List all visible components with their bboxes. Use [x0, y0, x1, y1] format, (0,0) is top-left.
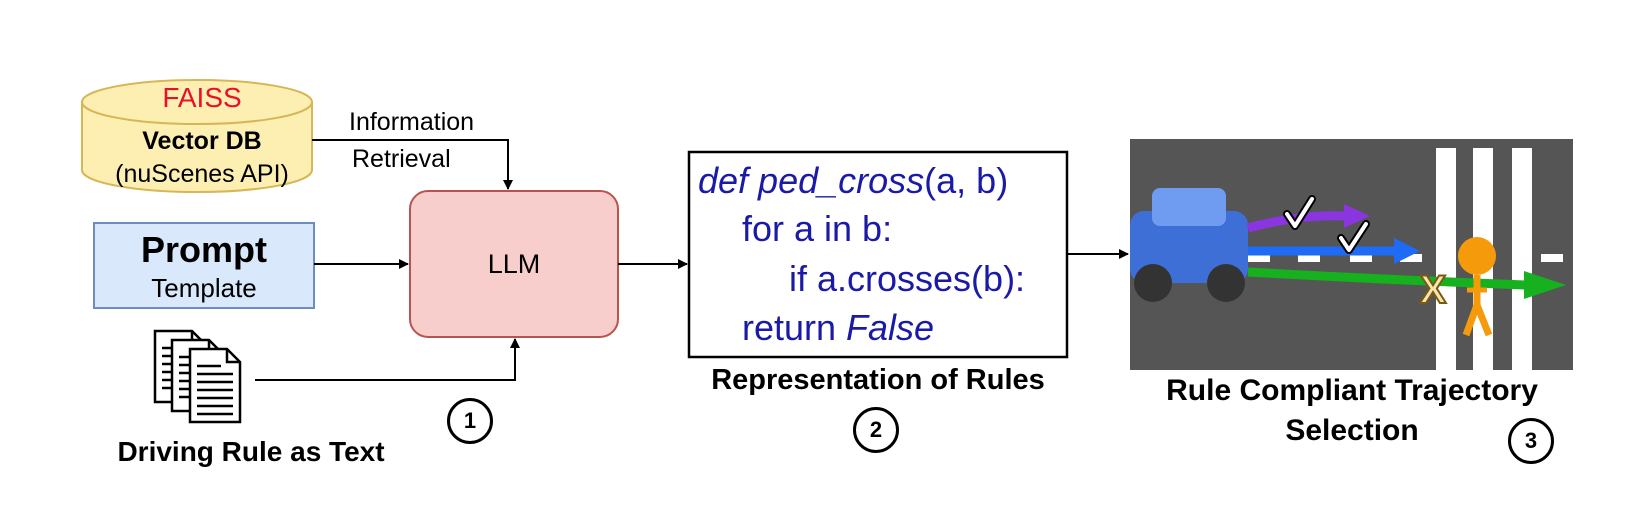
trajectory-label-line1: Rule Compliant Trajectory — [1166, 374, 1538, 407]
reject-x-mark: X — [1419, 267, 1448, 313]
document-stack-icon — [153, 329, 242, 424]
prompt-template-box — [93, 222, 315, 309]
ego-vehicle-icon — [1130, 188, 1248, 302]
code-def-keyword: def ped_cross — [698, 160, 925, 201]
faiss-label: FAISS — [162, 82, 242, 113]
code-return-keyword: return — [742, 307, 847, 348]
code-line-return: return False — [742, 307, 934, 349]
pedestrian-icon — [1458, 237, 1496, 337]
vector-db-cylinder — [81, 79, 313, 193]
lane-dashes — [1248, 254, 1563, 262]
trajectory-label-line2: Selection — [1285, 414, 1419, 447]
vector-db-subtitle: (nuScenes API) — [115, 160, 289, 188]
representation-label: Representation of Rules — [711, 364, 1045, 396]
retrieval-label-line2: Retrieval — [352, 145, 451, 173]
driving-scene — [1130, 139, 1573, 370]
driving-rule-label: Driving Rule as Text — [117, 436, 385, 467]
llm-label: LLM — [487, 249, 541, 279]
code-line-for: for a in b: — [742, 208, 893, 249]
trajectory-green — [1247, 267, 1527, 290]
code-def-args: (a, b) — [924, 160, 1009, 201]
code-line-if: if a.crosses(b): — [789, 258, 1026, 299]
code-line-def: def ped_cross(a, b) — [698, 160, 1008, 202]
vector-db-title: Vector DB — [142, 127, 262, 155]
prompt-subtitle: Template — [151, 273, 257, 303]
check-mark-icon — [1283, 195, 1316, 230]
check-mark-icon — [1337, 220, 1370, 254]
step-badge-3: 3 — [1508, 418, 1554, 464]
retrieval-label-line1: Information — [349, 108, 475, 136]
code-box — [687, 150, 1069, 359]
code-return-value: False — [846, 307, 935, 348]
flow-arrows — [255, 139, 1129, 381]
retrieval-arrow — [312, 139, 513, 190]
rules-to-llm-arrow — [255, 338, 520, 381]
step-badge-1: 1 — [447, 398, 493, 444]
prompt-title: Prompt — [141, 229, 267, 270]
step-badge-2: 2 — [853, 407, 899, 453]
